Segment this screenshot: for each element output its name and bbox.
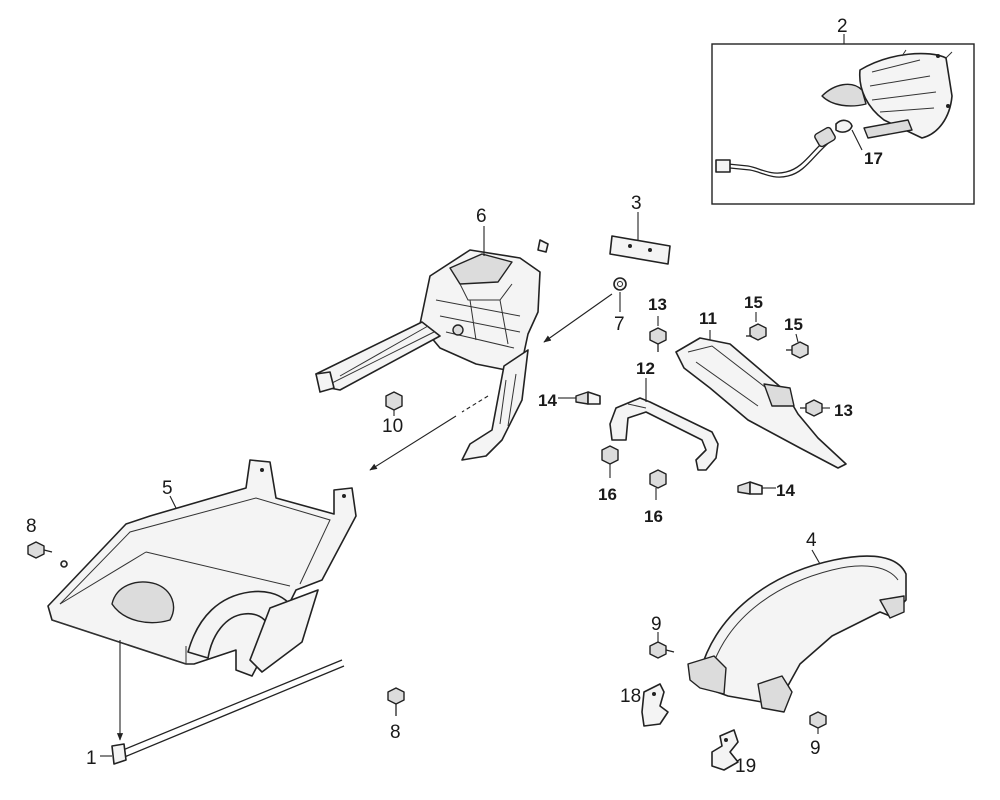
callout-14-left: 14 (538, 391, 557, 410)
part-15-bolt-a (746, 312, 767, 341)
part-5-undertray (47, 459, 357, 677)
part-15-bolt-b (786, 333, 809, 359)
callout-9-a: 9 (651, 614, 662, 635)
callout-16-b: 16 (644, 507, 663, 526)
callout-2: 2 (837, 16, 848, 37)
part-12-bracket (609, 378, 719, 471)
part-3-plate-pad (609, 212, 671, 265)
callout-5: 5 (162, 478, 173, 499)
part-14-clip-left (566, 391, 601, 405)
part-7-nut (543, 277, 627, 343)
callout-3: 3 (631, 193, 642, 214)
part-11-trim-cover (675, 330, 847, 469)
part-4-rear-mudguard (687, 549, 907, 713)
callout-16-a: 16 (598, 485, 617, 504)
callout-4: 4 (806, 530, 817, 551)
callout-8-bottom: 8 (390, 722, 401, 743)
part-8-bolt-left (27, 541, 53, 559)
part-16-nut-a (601, 445, 619, 478)
part-13-bolt-a (649, 316, 667, 352)
part-19-bracket (711, 729, 739, 771)
callout-15-b: 15 (784, 315, 803, 334)
callout-13-top: 13 (648, 295, 667, 314)
callout-18: 18 (620, 686, 641, 707)
part-9-bolt-a (649, 632, 675, 659)
callout-17: 17 (864, 149, 883, 168)
part-1-tie-strap (100, 640, 345, 765)
callout-10: 10 (382, 416, 403, 437)
part-18-bracket (641, 683, 669, 727)
part-9-bolt-b (809, 711, 827, 734)
callout-11: 11 (699, 309, 717, 328)
callout-7: 7 (614, 314, 625, 335)
part-13-bolt-b (800, 399, 830, 417)
part-6-fender-bracket (315, 226, 549, 461)
part-10-nut (385, 391, 403, 416)
tail-light-assembly (821, 49, 953, 139)
callout-9-b: 9 (810, 738, 821, 759)
callout-13-right: 13 (834, 401, 853, 420)
callout-1: 1 (86, 748, 97, 769)
callout-19: 19 (735, 756, 756, 777)
bulb-socket-wire (715, 119, 853, 178)
callout-15-a: 15 (744, 293, 763, 312)
callout-14-right: 14 (776, 481, 795, 500)
callout-6: 6 (476, 206, 487, 227)
inset-box-part-2 (711, 34, 975, 205)
part-14-clip-right (737, 481, 772, 495)
part-8-bolt-bottom (387, 687, 405, 716)
callout-8-left: 8 (26, 516, 37, 537)
part-16-nut-b (649, 469, 667, 500)
callout-12: 12 (636, 359, 655, 378)
